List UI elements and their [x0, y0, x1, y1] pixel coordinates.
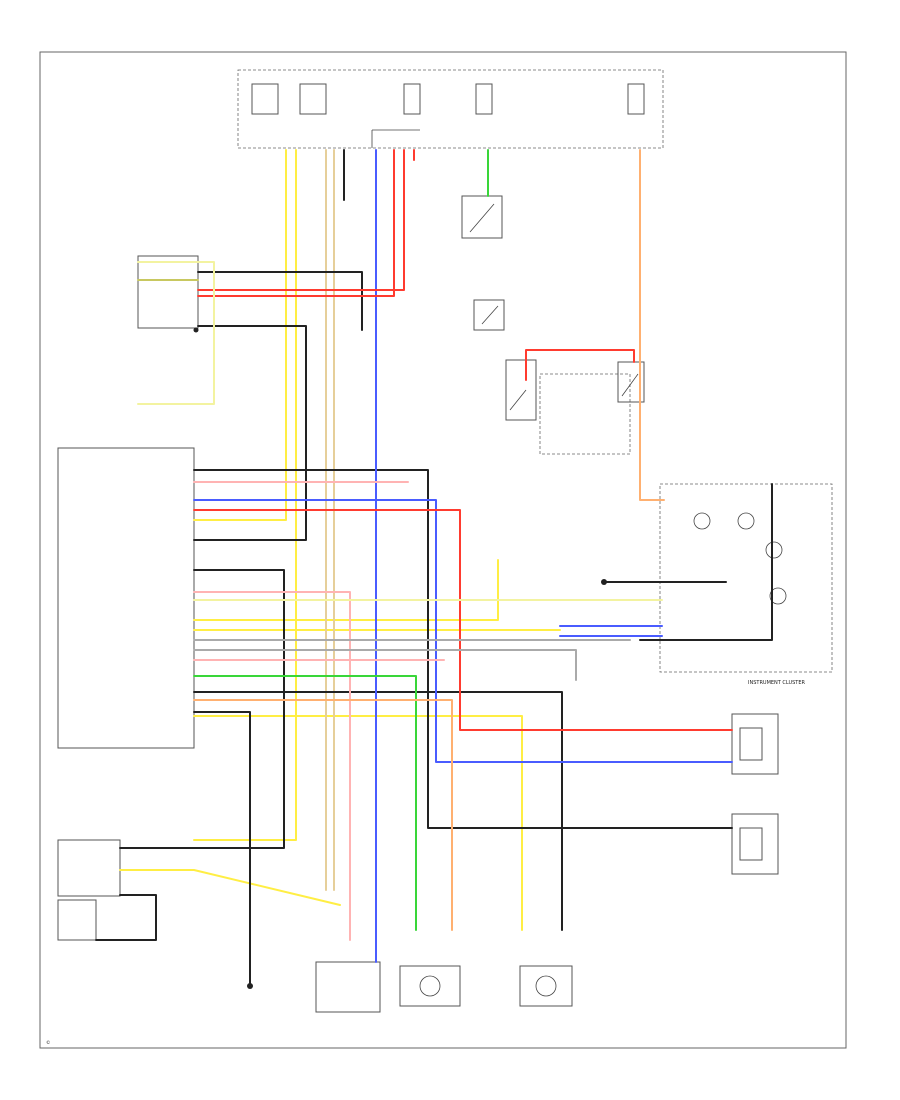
wires	[95, 149, 773, 987]
junction-block-top	[237, 69, 664, 149]
switches	[461, 195, 645, 455]
ground-points	[193, 327, 607, 989]
copyright-mark: ©	[46, 1039, 51, 1046]
diagram-frame	[39, 51, 847, 1049]
instrument-cluster: INSTRUMENT CLUSTER	[659, 483, 833, 686]
connectors-left	[57, 255, 199, 941]
instrument-cluster-label: INSTRUMENT CLUSTER	[748, 680, 806, 686]
sensors-right	[731, 713, 779, 875]
sensors-bottom	[315, 961, 573, 1013]
